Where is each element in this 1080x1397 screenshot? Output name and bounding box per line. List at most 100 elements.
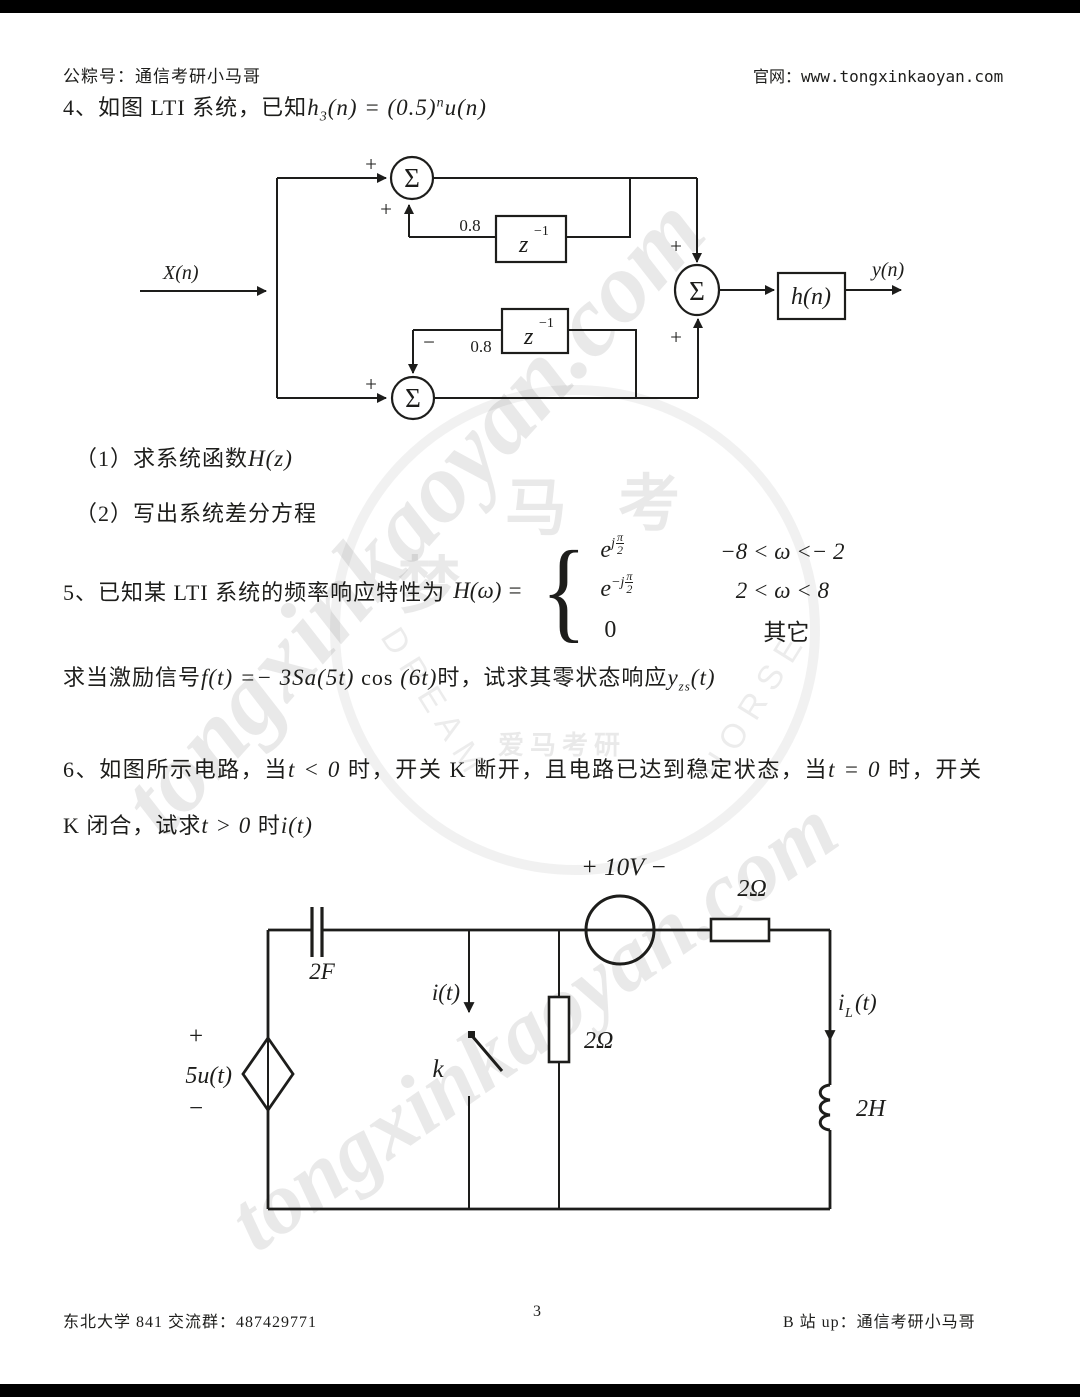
q6-l1c: 时，开关 [881,757,983,782]
q4-lead: 4、如图 LTI 系统，已知 [63,95,308,120]
q5-lhs: H(ω) = [453,578,523,603]
question4-part2: （2）写出系统差分方程 [75,496,317,528]
top-resistor [709,917,771,943]
q5f-yend: (t) [690,665,716,690]
top-summer-plus-feedback: + [380,197,392,221]
watermark-emblem-ring: 梦 马 考 爱马考研 DREAM HORSE [330,385,820,875]
bottom-delay-tap [568,329,637,398]
inductor-label: 2H [856,1096,887,1122]
header-right-website: 官网：www.tongxinkaoyan.com [753,67,1004,86]
middle-resistor [547,995,571,1064]
source-plus-sign: + [189,1023,203,1050]
question5-followup: 求当激励信号f(t) =− 3Sa(5t) cos (6t)时，试求其零状态响应… [63,660,716,694]
diagram-input-label: X(n) [162,262,199,284]
q5-lead: 5、已知某 LTI 系统的频率响应特性为 [63,580,446,605]
circuit-diagram: 2F + 5u(t) − i(t) k 2Ω + 10V − 2Ω i L (t… [185,854,887,1211]
pw2-sup-sign: −j [611,574,625,590]
pw2-condition: 2 < ω < 8 [735,578,830,603]
bottom-black-bar [0,1384,1080,1397]
top-resistor-label: 2Ω [737,876,766,902]
q6-l2m2: i(t) [280,813,313,838]
pw1-frac-num: π [615,529,624,545]
top-delay-tap [566,178,631,238]
q4-math-mid: (n) = (0.5) [327,95,437,120]
q4-math-sup: n [436,95,445,111]
inductor-coil [818,1083,831,1132]
right-summer-plus-bottom: + [670,325,682,349]
pw2-base: e [600,575,612,602]
q6-l1m2: t = 0 [828,757,882,782]
bottom-summer-plus-input: + [365,372,377,396]
delay-block-top [494,214,568,264]
q6-l2b: 时 [251,813,281,838]
pw3-condition: 其它 [763,620,810,645]
footer-page-number: 3 [533,1303,542,1320]
part1-math: H(z) [248,446,293,471]
bottom-summer-sigma: Σ [405,383,421,413]
block-diagram: X(n) Σ + + z −1 0.8 Σ + z −1 0.8 − [140,152,905,421]
pw1-condition: −8 < ω <− 2 [720,539,845,564]
q5f-pre: 求当激励信号 [63,665,202,690]
piecewise-row-3: 0 其它 [600,613,876,647]
q6-l2a: K 闭合，试求 [63,813,202,838]
pw3-expr: 0 [604,616,617,643]
delay-bottom-base: z [523,324,534,350]
il-label-sub: L [844,1006,853,1021]
switch-label: k [432,1056,444,1083]
watermark-char-2: 马 [505,475,568,543]
q5-brace: { [540,529,587,653]
question4-title: 4、如图 LTI 系统，已知h3(n) = (0.5)nu(n) [63,90,487,125]
gain-label-bottom: 0.8 [470,337,491,356]
middle-resistor-label: 2Ω [584,1028,613,1054]
question4-part1: （1）求系统函数H(z) [75,441,293,473]
question6-line2: K 闭合，试求t > 0 时i(t) [63,808,313,840]
pw1-frac-den: 2 [616,543,623,558]
h-block-label: h(n) [791,284,831,310]
source-minus-sign: − [189,1095,203,1122]
switch-pivot [468,1031,475,1038]
diagram-output-label: y(n) [870,259,905,281]
il-label-base: i [838,990,844,1015]
q4-math-tail: u(n) [444,95,487,120]
top-summer-sigma: Σ [404,163,420,193]
top-black-bar [0,0,1080,13]
pw2-frac-den: 2 [626,582,633,597]
il-label-tail: (t) [855,990,877,1015]
voltage-source-label: + 10V − [581,854,667,881]
pw2-frac-num: π [625,568,634,584]
capacitor-label: 2F [309,959,336,984]
pw1-base: e [600,536,612,563]
source-label: 5u(t) [185,1063,232,1089]
header-left-account: 公粽号：通信考研小马哥 [63,67,261,86]
pw1-sup-sign: j [611,535,615,551]
part2-text: （2）写出系统差分方程 [75,501,318,526]
q5f-mid: 时，试求其零状态响应 [437,665,668,690]
switch-blade [471,1036,504,1072]
question6-line1: 6、如图所示电路，当t < 0 时，开关 K 断开，且电路已达到稳定状态，当t … [63,752,983,784]
q5f-math2: (6t) [393,665,438,690]
capacitor-plates [310,907,324,957]
delay-top-exp: −1 [534,224,549,239]
current-i-label: i(t) [432,980,460,1005]
q4-math-h: h [307,95,320,120]
gain-label-top: 0.8 [459,216,480,235]
h-block [776,271,847,321]
watermark-char-1: 梦 [398,553,461,621]
right-summer-sigma: Σ [689,276,705,306]
delay-block-bottom [500,307,570,355]
q6-l1a: 6、如图所示电路，当 [63,757,289,782]
part1-text: （1）求系统函数 [75,446,249,471]
q6-l2m1: t > 0 [201,813,252,838]
voltage-source-circle [584,894,656,966]
